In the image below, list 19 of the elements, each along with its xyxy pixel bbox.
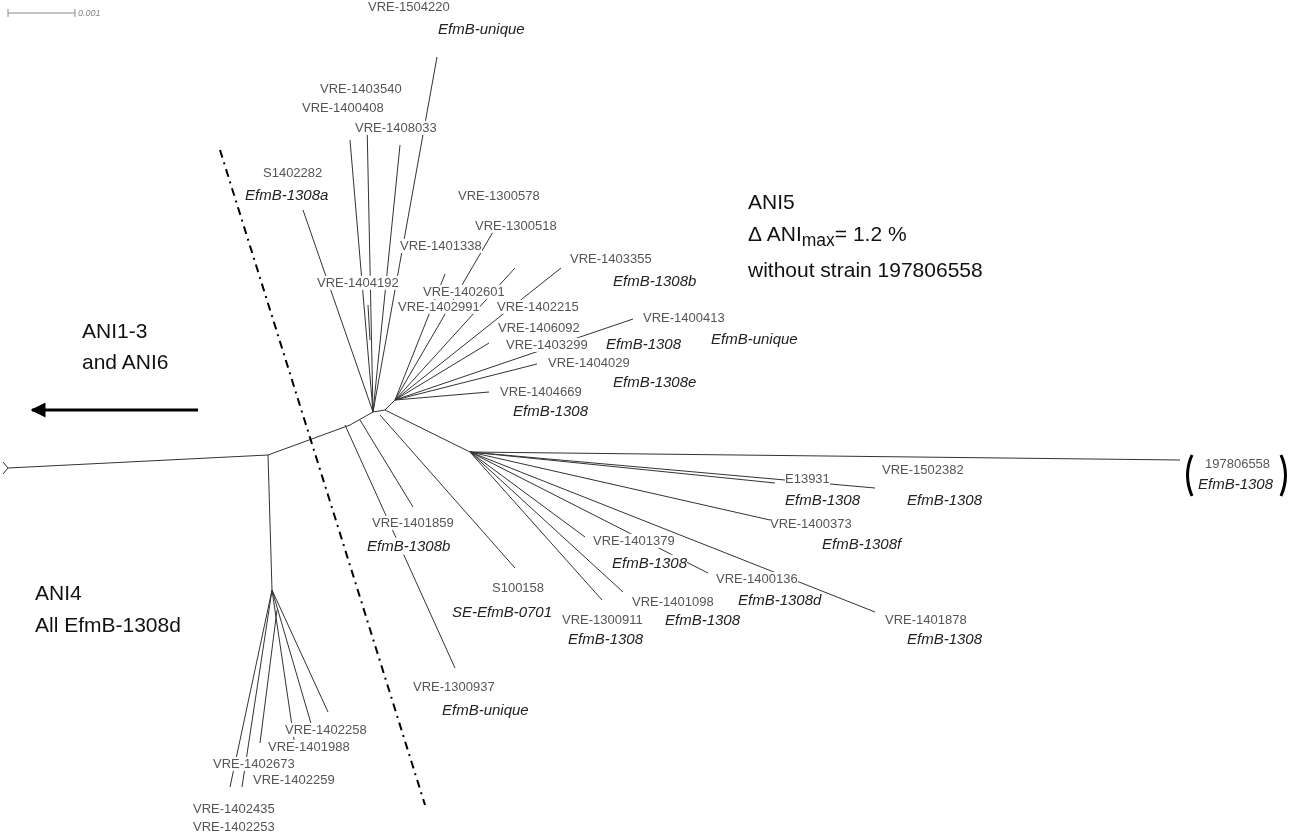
strain-label: VRE-1402258: [285, 722, 367, 738]
strain-label: VRE-1402215: [497, 299, 579, 315]
type-label: EfmB-unique: [438, 20, 525, 38]
strain-label: VRE-1404192: [317, 275, 399, 291]
strain-label: VRE-1300518: [475, 218, 557, 234]
strain-label: VRE-1403299: [506, 337, 588, 353]
strain-label: VRE-1402991: [398, 299, 480, 315]
strain-label: VRE-1401379: [593, 533, 675, 549]
strain-label: VRE-1401859: [372, 515, 454, 531]
type-label: EfmB-1308b: [367, 537, 451, 555]
scale-label: 0.001: [78, 9, 101, 19]
strain-label: VRE-1402673: [213, 756, 295, 772]
type-label: EfmB-unique: [711, 330, 798, 348]
strain-label: VRE-1401338: [400, 238, 482, 254]
strain-label: VRE-1401988: [268, 739, 350, 755]
strain-label: VRE-1402601: [423, 284, 505, 300]
strain-label: VRE-1408033: [355, 120, 437, 136]
type-label: EfmB-unique: [442, 701, 529, 719]
strain-label: E13931: [785, 471, 830, 487]
